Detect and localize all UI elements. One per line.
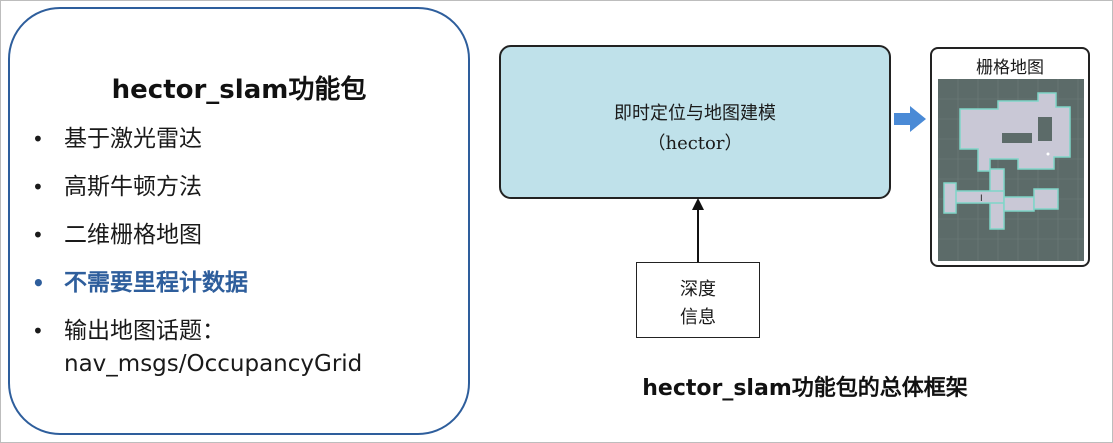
slam-module-title: 即时定位与地图建模 — [614, 103, 776, 124]
output-arrow-icon — [894, 106, 926, 132]
feature-item-gauss-newton: • 高斯牛顿方法 — [30, 167, 248, 215]
feature-text: 输出地图话题： — [64, 318, 225, 344]
feature-text: 不需要里程计数据 — [64, 270, 248, 296]
feature-panel: hector_slam功能包 • 基于激光雷达 • 高斯牛顿方法 • 二维栅格地… — [8, 7, 470, 435]
bullet-icon: • — [32, 271, 45, 295]
slam-module-box: 即时定位与地图建模 （hector） — [499, 45, 891, 199]
input-arrow-icon — [692, 198, 704, 264]
diagram-caption: hector_slam功能包的总体框架 — [642, 376, 968, 401]
feature-text: 基于激光雷达 — [64, 126, 202, 152]
svg-text:I: I — [980, 194, 983, 204]
feature-item-lidar: • 基于激光雷达 — [30, 119, 248, 167]
bullet-icon: • — [32, 223, 44, 247]
bullet-icon: • — [32, 175, 44, 199]
feature-text: 高斯牛顿方法 — [64, 174, 202, 200]
depth-info-box: 深度 信息 — [636, 262, 760, 338]
feature-list: • 基于激光雷达 • 高斯牛顿方法 • 二维栅格地图 • 不需要里程计数据 • … — [30, 119, 248, 359]
bullet-icon: • — [32, 127, 44, 151]
panel-title: hector_slam功能包 — [111, 75, 367, 105]
depth-info-line1: 深度 — [680, 279, 716, 300]
depth-info-line2: 信息 — [680, 307, 716, 328]
grid-map-title: 栅格地图 — [976, 58, 1044, 78]
feature-item-output-topic: • 输出地图话题： — [30, 311, 248, 359]
feature-item-grid-map: • 二维栅格地图 — [30, 215, 248, 263]
occupancy-grid-map-image: I — [938, 79, 1084, 261]
output-topic-name: nav_msgs/OccupancyGrid — [64, 351, 363, 377]
bullet-icon: • — [32, 319, 44, 343]
feature-text: 二维栅格地图 — [64, 222, 202, 248]
grid-map-box: 栅格地图 I — [930, 47, 1090, 267]
slam-module-subtitle: （hector） — [647, 133, 743, 154]
feature-item-no-odometry: • 不需要里程计数据 — [30, 263, 248, 311]
